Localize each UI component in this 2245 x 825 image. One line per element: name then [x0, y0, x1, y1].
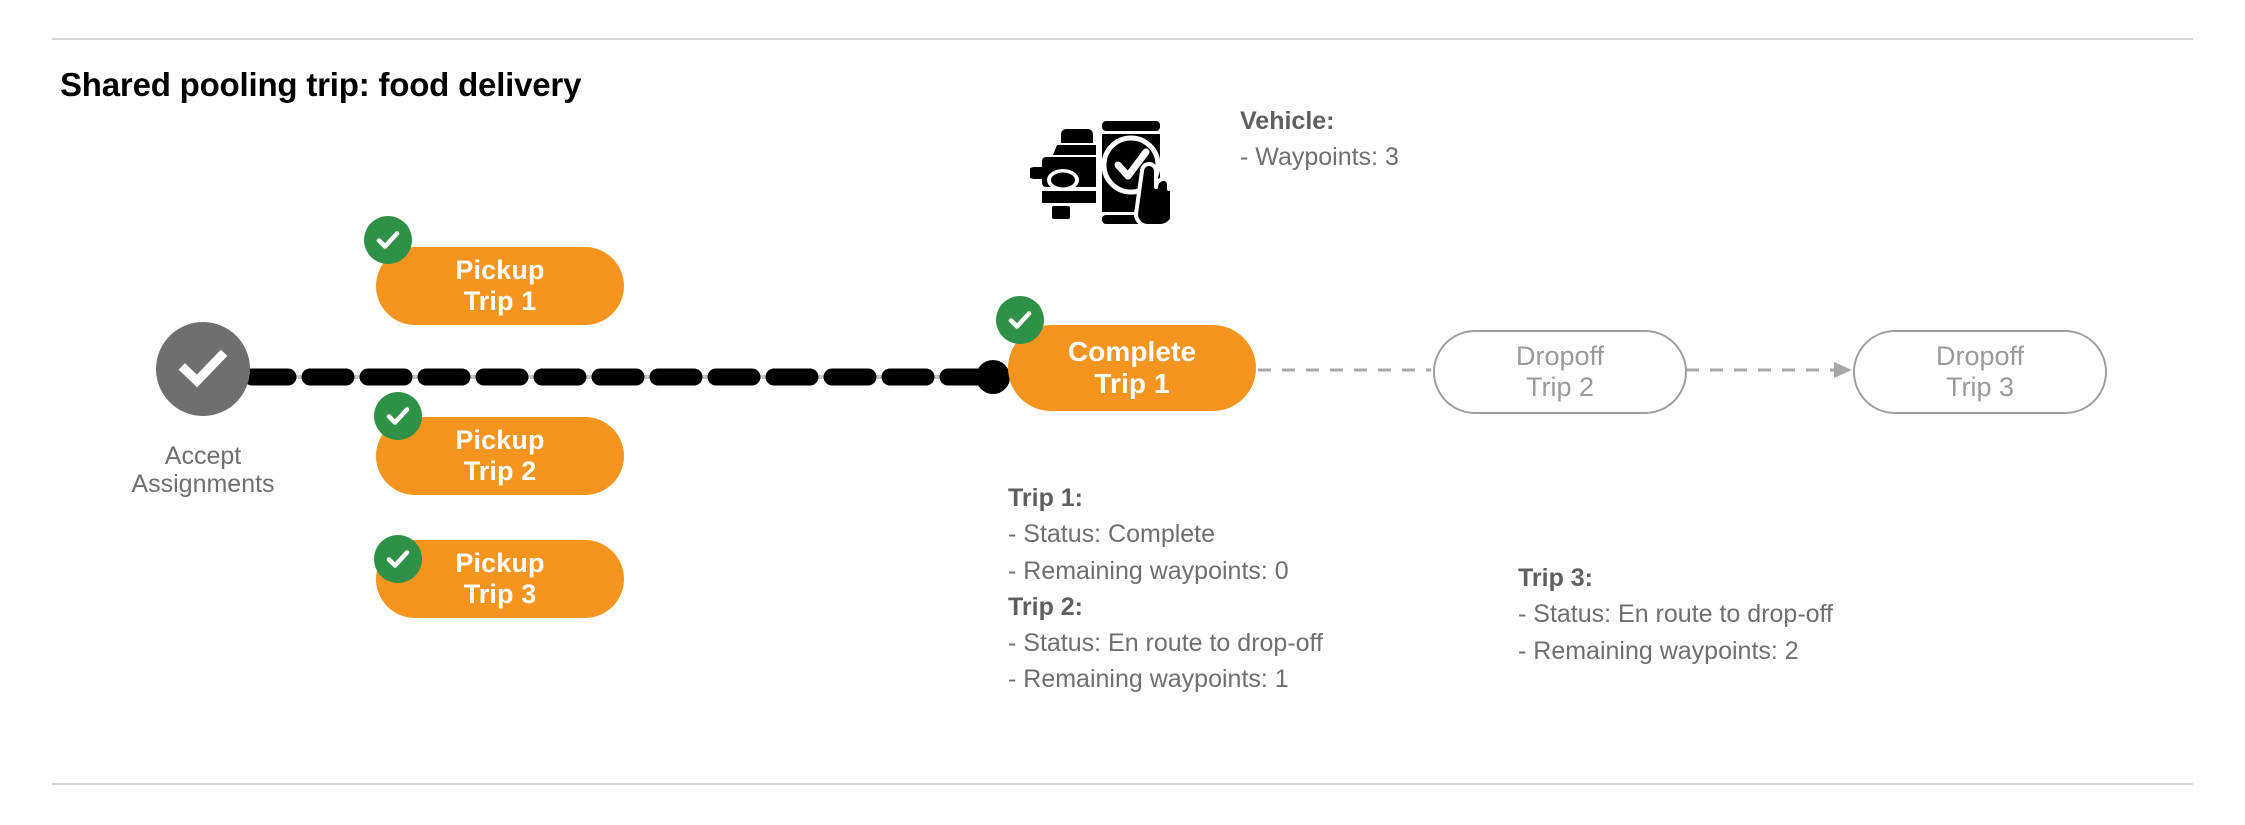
- pickup-trip-3-check-badge-icon: [374, 535, 422, 583]
- trip-2-remaining-waypoints: - Remaining waypoints: 1: [1008, 665, 1289, 694]
- pickup-trip-2-check-badge-icon: [374, 392, 422, 440]
- trip-3-info-block: Trip 3: - Status: En route to drop-off -…: [1518, 560, 1833, 669]
- pickup-trip-2-line2: Trip 2: [463, 456, 537, 486]
- trip-2-status: - Status: En route to drop-off: [1008, 629, 1323, 657]
- check-circle-icon: [174, 340, 232, 398]
- trip-2-heading: Trip 2:: [1008, 592, 1084, 621]
- trip-1-status: - Status: Complete: [1008, 520, 1216, 549]
- complete-trip-1-line2: Trip 1: [1094, 368, 1170, 399]
- route-junction-dot: [976, 360, 1010, 394]
- trip-1-remaining-waypoints: - Remaining waypoints: 0: [1008, 556, 1289, 585]
- pickup-trip-1-check-badge-icon: [364, 216, 412, 264]
- complete-trip-1-line1: Complete: [1067, 335, 1197, 367]
- dropoff-trip-2-line1: Dropoff: [1515, 340, 1605, 371]
- car-phone-check-icon: [1030, 85, 1170, 225]
- vehicle-info-heading: Vehicle:: [1240, 107, 1335, 135]
- trip-3-remaining-waypoints: - Remaining waypoints: 2: [1518, 636, 1799, 665]
- pickup-trip-1-line2: Trip 1: [463, 286, 537, 316]
- trip-1-2-info-block: Trip 1: - Status: Complete - Remaining w…: [1008, 480, 1323, 698]
- dropoff-trip-3-line2: Trip 3: [1945, 372, 2014, 402]
- complete-trip-1-node[interactable]: Complete Trip 1: [1008, 325, 1256, 411]
- vehicle-info-block: Vehicle: - Waypoints: 3: [1240, 103, 1399, 176]
- dropoff-trip-3-line1: Dropoff: [1935, 340, 2025, 371]
- bottom-divider: [52, 783, 2193, 785]
- page-title: Shared pooling trip: food delivery: [60, 66, 582, 103]
- trip-3-heading: Trip 3:: [1518, 564, 1594, 592]
- pickup-trip-2-line1: Pickup: [455, 424, 545, 455]
- complete-trip-1-check-badge-icon: [996, 296, 1044, 344]
- arrowhead-icon: [1834, 362, 1852, 378]
- pickup-trip-3-line1: Pickup: [455, 547, 545, 578]
- accept-assignments-label: Accept Assignments: [98, 442, 308, 499]
- top-divider: [52, 38, 2193, 40]
- vehicle-info-waypoints: - Waypoints: 3: [1240, 143, 1399, 172]
- accept-label-line2: Assignments: [131, 470, 275, 499]
- trip-3-status: - Status: En route to drop-off: [1518, 600, 1833, 629]
- accept-label-line1: Accept: [164, 442, 242, 470]
- dropoff-trip-2-line2: Trip 2: [1525, 372, 1594, 402]
- dropoff-trip-3-node[interactable]: Dropoff Trip 3: [1853, 330, 2107, 414]
- accept-assignments-node[interactable]: [156, 322, 250, 416]
- trip-1-heading: Trip 1:: [1008, 484, 1084, 512]
- dropoff-trip-2-node[interactable]: Dropoff Trip 2: [1433, 330, 1687, 414]
- pickup-trip-1-line1: Pickup: [455, 254, 545, 285]
- pickup-trip-3-line2: Trip 3: [463, 579, 537, 609]
- pickup-trip-1-node[interactable]: Pickup Trip 1: [376, 247, 624, 325]
- pickup-trip-2-node[interactable]: Pickup Trip 2: [376, 417, 624, 495]
